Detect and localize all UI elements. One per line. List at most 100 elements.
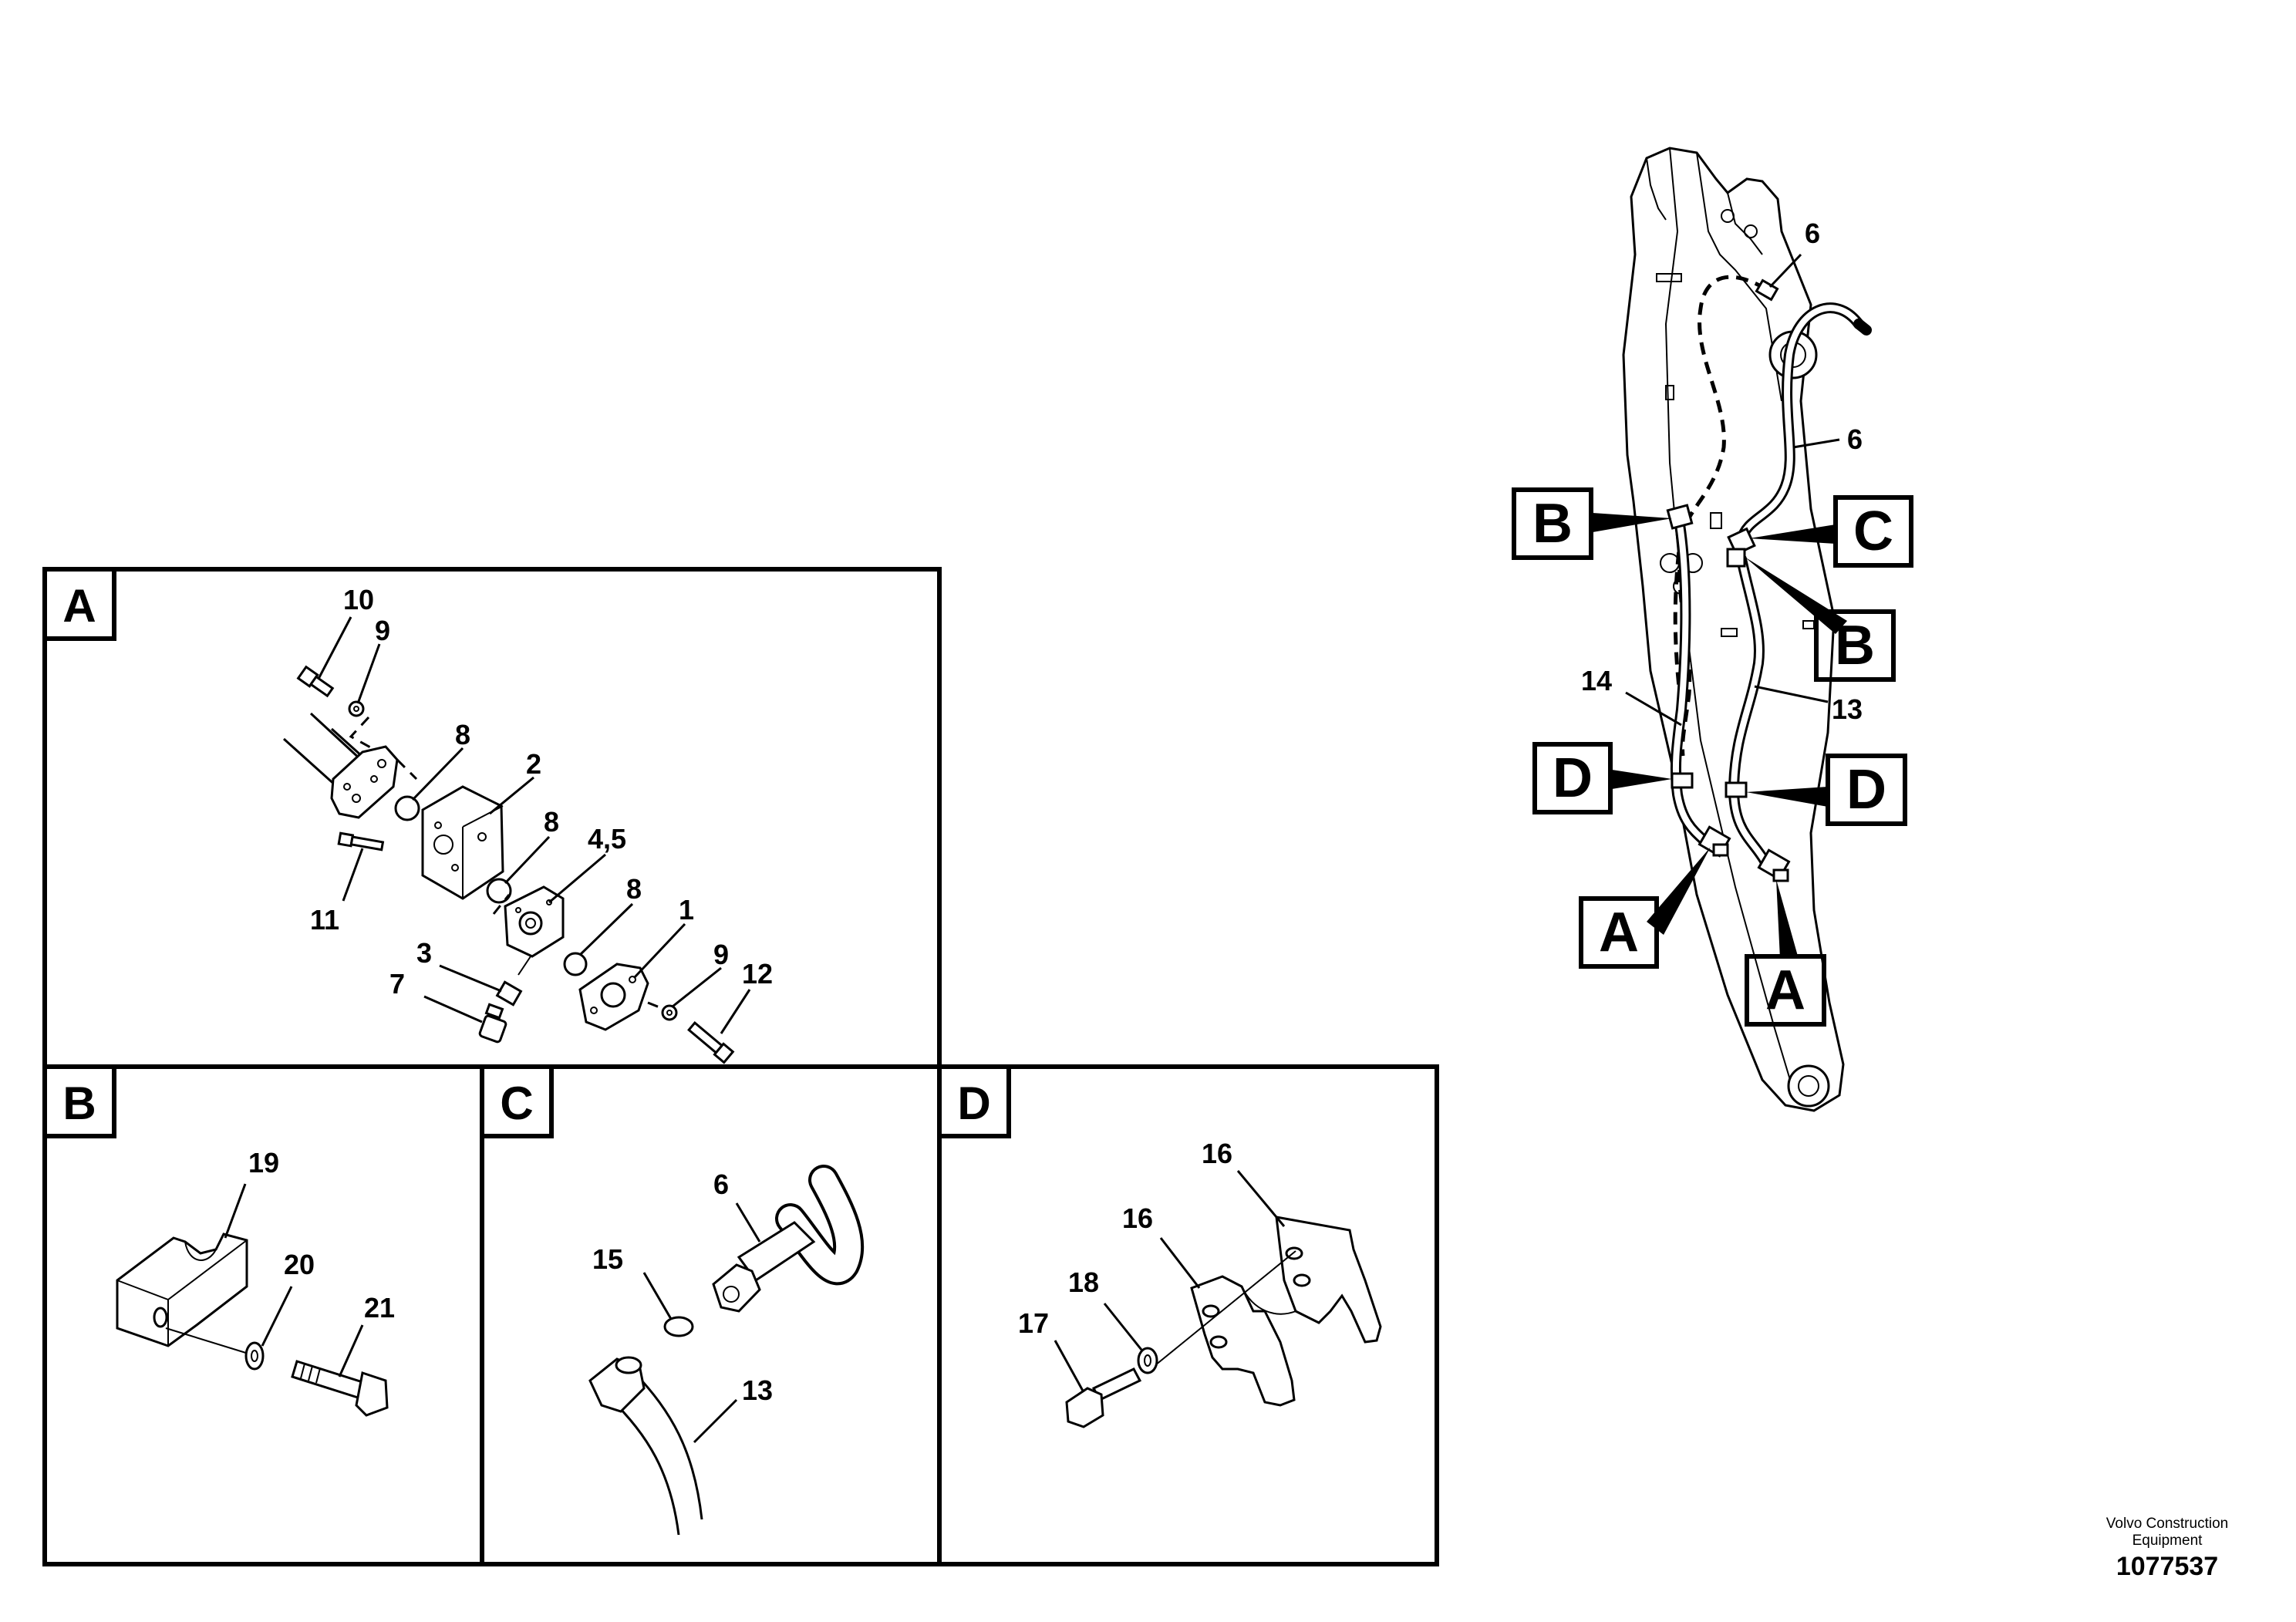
box-d-left xyxy=(1532,742,1613,814)
flange-left-hole-4 xyxy=(370,775,378,783)
leader-d-18 xyxy=(1103,1303,1143,1351)
leader-a-10 xyxy=(317,616,352,679)
label-d-left: D xyxy=(1553,747,1593,809)
block-2-hole-4 xyxy=(477,832,487,841)
callout-b-21: 21 xyxy=(364,1292,395,1324)
washer-9-top xyxy=(348,700,365,717)
block-2-hole-3 xyxy=(451,864,459,872)
leader-c-15 xyxy=(642,1272,673,1320)
arm-top-crest-2 xyxy=(1727,192,1763,255)
block-4-5-hole-2 xyxy=(546,899,552,905)
arrow-c xyxy=(1749,524,1836,544)
arm-slot xyxy=(1656,273,1682,282)
flange-left xyxy=(330,745,399,819)
o-ring-8-c xyxy=(563,952,588,976)
callout-a-1: 1 xyxy=(679,894,694,926)
pipe-6-inner xyxy=(1738,305,1862,543)
arm-slot-5 xyxy=(1665,385,1674,400)
pipe-14-inner xyxy=(1672,521,1711,848)
view-c-drawing: 6 15 13 xyxy=(588,1165,865,1536)
tab-view-b xyxy=(42,1064,116,1138)
view-d-axis xyxy=(1155,1250,1296,1366)
clamp-b-left xyxy=(1666,504,1694,530)
callout-c-6: 6 xyxy=(713,1168,729,1200)
leader-d-16-top xyxy=(1236,1170,1286,1227)
leader-a-12 xyxy=(720,989,751,1034)
leader-a-9-top xyxy=(356,643,381,704)
box-b-left xyxy=(1512,487,1593,560)
overview-callouts: 6 6 14 13 xyxy=(1581,218,1863,725)
view-b-label: B xyxy=(62,1077,96,1129)
clip-16-back-hole-2 xyxy=(1293,1273,1311,1287)
bolt-17-head xyxy=(1065,1387,1104,1428)
callout-a-8-c: 8 xyxy=(626,873,642,905)
callout-a-2: 2 xyxy=(526,748,541,780)
arm-slot-3 xyxy=(1721,628,1738,637)
leader-6-side xyxy=(1792,438,1840,449)
arrow-b-left xyxy=(1593,513,1672,532)
leader-a-3 xyxy=(439,964,502,993)
arm-inner-edge-2 xyxy=(1696,152,1782,402)
label-a-right: A xyxy=(1765,959,1805,1021)
label-a-left: A xyxy=(1599,902,1639,963)
callout-6-top: 6 xyxy=(1805,218,1820,249)
axis-a xyxy=(396,758,418,781)
view-d-drawing: 16 16 18 17 xyxy=(1018,1138,1382,1428)
leader-a-11 xyxy=(342,848,364,902)
callout-14: 14 xyxy=(1581,665,1612,696)
callout-a-9-top: 9 xyxy=(375,615,390,646)
view-a-drawing: 10 9 8 2 8 4,5 8 1 9 12 11 3 7 xyxy=(282,584,773,1064)
callout-a-8-a: 8 xyxy=(455,719,470,750)
company-line-1: Volvo Construction xyxy=(2106,1516,2229,1532)
leader-d-17 xyxy=(1054,1340,1085,1393)
hose-6-inner xyxy=(778,1168,861,1283)
clip-16-back xyxy=(1275,1216,1382,1344)
box-a-left xyxy=(1579,896,1659,969)
washer-18 xyxy=(1137,1347,1158,1374)
pipe-13-outer-2 xyxy=(608,1396,680,1536)
clamp-b-right xyxy=(1726,548,1746,568)
bolt-21-head xyxy=(355,1371,389,1417)
box-a-right xyxy=(1745,954,1826,1027)
washer-9-top-hole xyxy=(353,706,359,712)
label-c: C xyxy=(1853,501,1893,562)
pipe-6-fitting xyxy=(1755,278,1779,302)
arrow-b-right xyxy=(1745,557,1847,634)
leader-b-21 xyxy=(338,1324,364,1378)
pipe-13-elbow-face xyxy=(615,1356,642,1374)
bolt-21-shank xyxy=(291,1360,364,1399)
flange-1-bore xyxy=(600,982,626,1008)
leader-a-4-5 xyxy=(548,853,606,904)
arm-overview xyxy=(1622,147,1872,1112)
axis-b xyxy=(492,894,511,915)
leader-a-8-b xyxy=(504,835,551,885)
hose-6-nut-bore xyxy=(723,1286,740,1303)
view-b-drawing: 19 20 21 xyxy=(116,1147,395,1417)
leader-14 xyxy=(1625,691,1682,727)
frame-view-b xyxy=(42,1064,484,1566)
frame-view-d xyxy=(937,1064,1439,1566)
leader-c-13 xyxy=(693,1398,738,1444)
arm-top-crest xyxy=(1646,157,1667,221)
leader-a-1 xyxy=(632,922,686,980)
box-b-right xyxy=(1814,609,1896,682)
label-b-left: B xyxy=(1532,493,1573,555)
view-frames: A B C D xyxy=(42,567,1439,1566)
box-d-right xyxy=(1826,754,1907,826)
pipe-stub-b xyxy=(282,737,339,788)
leader-b-20 xyxy=(261,1286,293,1347)
washer-18-hole xyxy=(1144,1354,1151,1367)
washer-9-bottom xyxy=(661,1004,678,1021)
pipe-13-inner xyxy=(1730,556,1769,867)
o-ring-15 xyxy=(663,1316,694,1337)
hidden-pipe-6b xyxy=(1673,531,1684,695)
block-2-hole xyxy=(433,835,453,855)
hidden-pipe-6 xyxy=(1677,275,1768,757)
bolt-10 xyxy=(296,665,335,698)
axis-c xyxy=(647,1001,664,1010)
arm-top-hole xyxy=(1721,209,1735,223)
leader-a-8-c xyxy=(578,902,634,956)
view-c-label: C xyxy=(500,1077,533,1129)
clip-16-front-hole-2 xyxy=(1209,1335,1228,1349)
